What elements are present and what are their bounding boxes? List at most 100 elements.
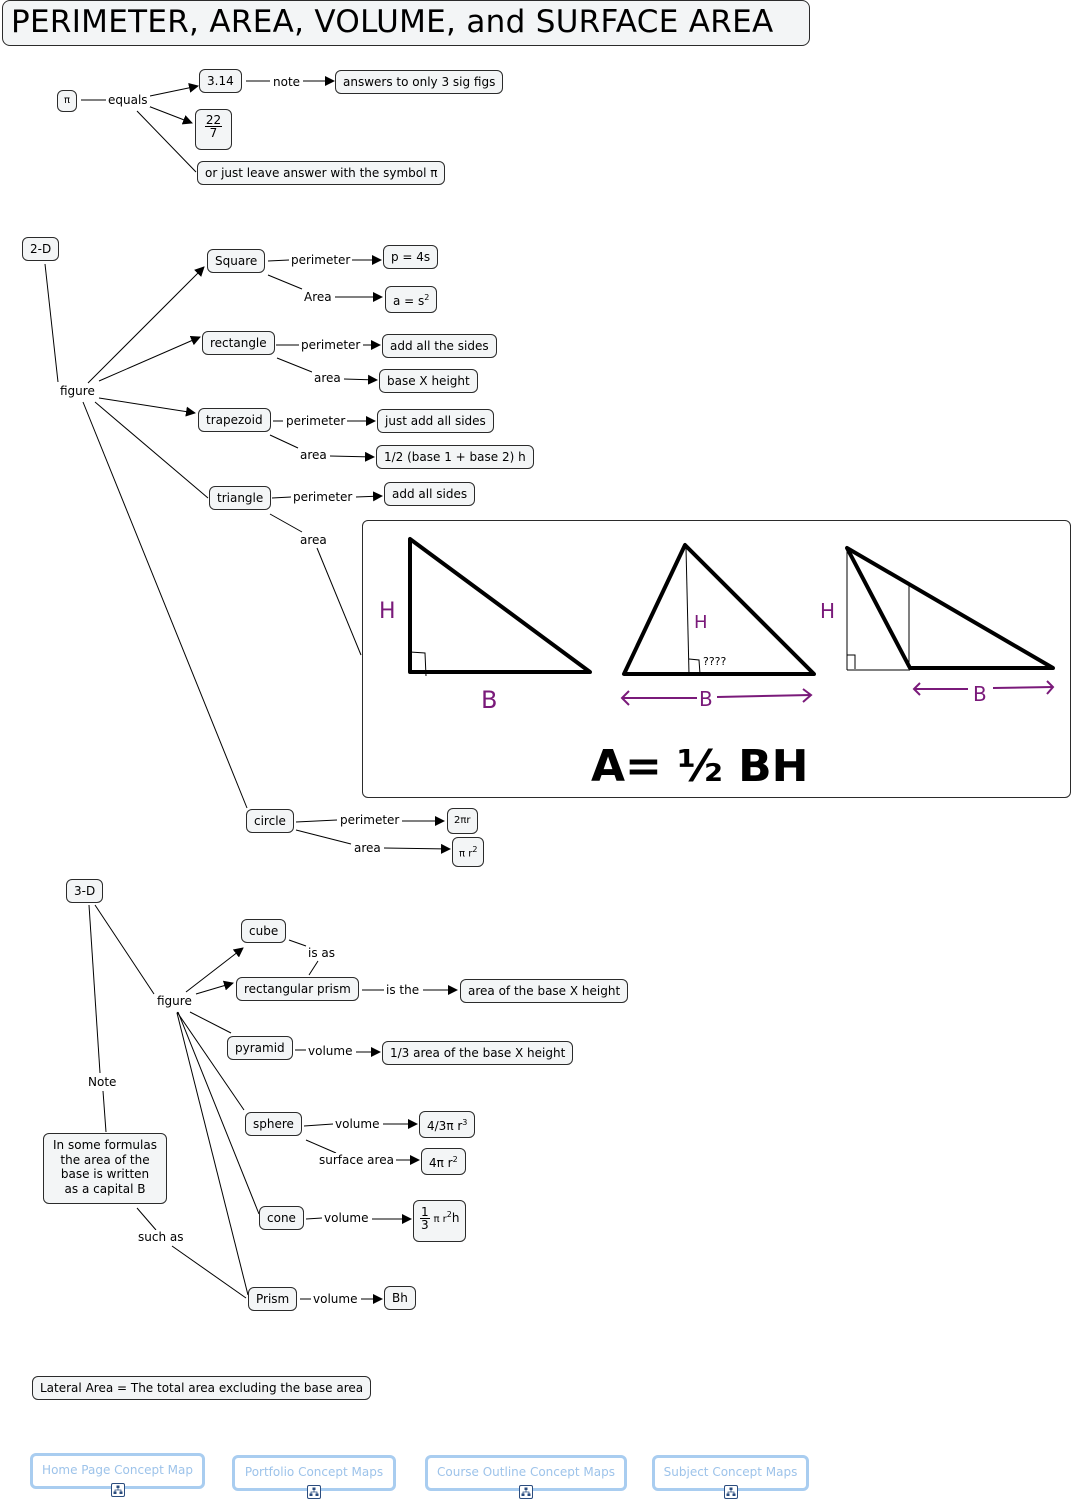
- capital-b-note-node[interactable]: In some formulas the area of the base is…: [43, 1133, 167, 1204]
- equals-label: equals: [106, 93, 150, 107]
- triangle-area-label: area: [298, 533, 329, 547]
- cone-fraction: 1 3: [420, 1206, 430, 1231]
- link-label: Portfolio Concept Maps: [244, 1465, 384, 1479]
- leave-symbol-node[interactable]: or just leave answer with the symbol π: [197, 161, 446, 185]
- concept-map-icon: [110, 1483, 125, 1497]
- 2d-figure-label: figure: [58, 384, 97, 398]
- square-perimeter-node[interactable]: p = 4s: [383, 245, 439, 269]
- cone-fraction-numerator: 1: [420, 1205, 430, 1219]
- rectangle-node[interactable]: rectangle: [202, 331, 275, 355]
- cone-fraction-denominator: 3: [421, 1218, 429, 1232]
- prism-bh-node[interactable]: Bh: [384, 1286, 416, 1310]
- sphere-surface-area-node[interactable]: 4π r2: [421, 1148, 466, 1175]
- square-perimeter-label: perimeter: [289, 253, 353, 267]
- prism-volume-label: volume: [311, 1292, 360, 1306]
- cone-volume-text: π r: [433, 1214, 447, 1225]
- cone-node[interactable]: cone: [259, 1206, 304, 1230]
- portfolio-concept-maps-link[interactable]: Portfolio Concept Maps: [232, 1455, 396, 1499]
- square-area-text: a = s: [393, 294, 425, 308]
- triangle3-height-label: H: [820, 599, 835, 623]
- triangle-area-image: H B H ???? B H B A= ½ BH: [362, 520, 1071, 798]
- such-as-label: such as: [136, 1230, 186, 1244]
- triangle1-base-label: B: [481, 686, 497, 714]
- rectangle-area-label: area: [312, 371, 343, 385]
- sphere-volume-label: volume: [333, 1117, 382, 1131]
- lateral-area-node[interactable]: Lateral Area = The total area excluding …: [32, 1376, 372, 1400]
- note-label: note: [271, 75, 303, 89]
- 3d-root-node[interactable]: 3-D: [66, 879, 104, 903]
- triangle1-height-label: H: [379, 599, 396, 624]
- link-label: Subject Concept Maps: [663, 1465, 798, 1479]
- cube-node[interactable]: cube: [241, 919, 287, 943]
- 2d-root-node[interactable]: 2-D: [22, 237, 60, 261]
- trapezoid-perimeter-node[interactable]: just add all sides: [377, 409, 494, 433]
- circle-perimeter-node[interactable]: 2πr: [447, 808, 478, 834]
- link-label: Course Outline Concept Maps: [437, 1465, 615, 1479]
- trapezoid-area-label: area: [298, 448, 329, 462]
- triangle2-height-label: H: [694, 612, 708, 633]
- fraction-numerator: 22: [204, 113, 223, 127]
- cone-volume-h: h: [451, 1211, 460, 1225]
- course-outline-concept-maps-link[interactable]: Course Outline Concept Maps: [425, 1455, 627, 1499]
- concept-map-icon: [723, 1485, 738, 1499]
- sphere-volume-exponent: 3: [462, 1118, 468, 1127]
- circle-perimeter-label: perimeter: [338, 813, 402, 827]
- square-area-node[interactable]: a = s2: [385, 286, 438, 313]
- triangle-perimeter-node[interactable]: add all sides: [384, 482, 476, 506]
- triangle-perimeter-label: perimeter: [291, 490, 355, 504]
- prism-node[interactable]: Prism: [248, 1287, 298, 1311]
- cone-volume-exponent: 2: [446, 1210, 452, 1219]
- concept-map-icon: [307, 1485, 321, 1499]
- sig-figs-node[interactable]: answers to only 3 sig figs: [335, 70, 504, 94]
- square-node[interactable]: Square: [207, 249, 266, 273]
- sphere-surface-area-exponent: 2: [452, 1155, 458, 1164]
- page-title: PERIMETER, AREA, VOLUME, and SURFACE ARE…: [2, 0, 810, 46]
- is-as-label: is as: [306, 946, 338, 960]
- trapezoid-area-node[interactable]: 1/2 (base 1 + base 2) h: [376, 445, 534, 469]
- square-area-label: Area: [302, 290, 334, 304]
- 3d-note-label: Note: [86, 1075, 119, 1089]
- link-label: Home Page Concept Map: [42, 1463, 193, 1477]
- fraction-22-7: 22 7: [204, 113, 223, 140]
- trapezoid-perimeter-label: perimeter: [284, 414, 348, 428]
- sphere-surface-area-label: surface area: [317, 1153, 396, 1167]
- cone-volume-node[interactable]: 1 3 π r2h: [413, 1200, 467, 1242]
- note-line: In some formulas: [53, 1138, 157, 1152]
- subject-concept-maps-link[interactable]: Subject Concept Maps: [652, 1455, 809, 1499]
- circle-area-exponent: 2: [472, 845, 478, 854]
- circle-node[interactable]: circle: [246, 809, 294, 833]
- trapezoid-node[interactable]: trapezoid: [198, 408, 271, 432]
- sphere-volume-text: 4/3π r: [427, 1119, 463, 1133]
- note-line: the area of the: [60, 1152, 150, 1167]
- 3d-figure-label: figure: [155, 994, 194, 1008]
- fraction-denominator: 7: [209, 126, 218, 140]
- pyramid-volume-node[interactable]: 1/3 area of the base X height: [382, 1041, 574, 1065]
- circle-area-label: area: [352, 841, 383, 855]
- concept-map-icon: [519, 1485, 533, 1499]
- triangle-area-formula: A= ½ BH: [591, 741, 808, 792]
- fraction-22-7-node[interactable]: 22 7: [195, 109, 232, 150]
- home-page-concept-map-link[interactable]: Home Page Concept Map: [30, 1453, 205, 1497]
- sphere-node[interactable]: sphere: [245, 1112, 302, 1136]
- circle-area-node[interactable]: π r2: [452, 837, 485, 868]
- sphere-surface-area-text: 4π r: [429, 1156, 453, 1170]
- square-area-exponent: 2: [424, 293, 430, 302]
- cone-volume-label: volume: [322, 1211, 371, 1225]
- triangle-node[interactable]: triangle: [209, 486, 272, 510]
- triangle2-base-label: B: [699, 687, 713, 711]
- pyramid-volume-label: volume: [306, 1044, 355, 1058]
- rectangle-perimeter-label: perimeter: [299, 338, 363, 352]
- triangle2-unknown-label: ????: [703, 655, 727, 668]
- value-3-14-node[interactable]: 3.14: [199, 69, 242, 93]
- pyramid-node[interactable]: pyramid: [227, 1036, 293, 1060]
- sphere-volume-node[interactable]: 4/3π r3: [419, 1111, 476, 1138]
- note-line: base is written: [60, 1167, 150, 1181]
- is-the-label: is the: [384, 983, 422, 997]
- pi-node[interactable]: π: [57, 90, 78, 112]
- rectangular-prism-node[interactable]: rectangular prism: [236, 977, 359, 1001]
- triangle3-base-label: B: [973, 682, 987, 706]
- prism-volume-node[interactable]: area of the base X height: [460, 979, 629, 1003]
- rectangle-perimeter-node[interactable]: add all the sides: [382, 334, 497, 358]
- rectangle-area-node[interactable]: base X height: [379, 369, 478, 393]
